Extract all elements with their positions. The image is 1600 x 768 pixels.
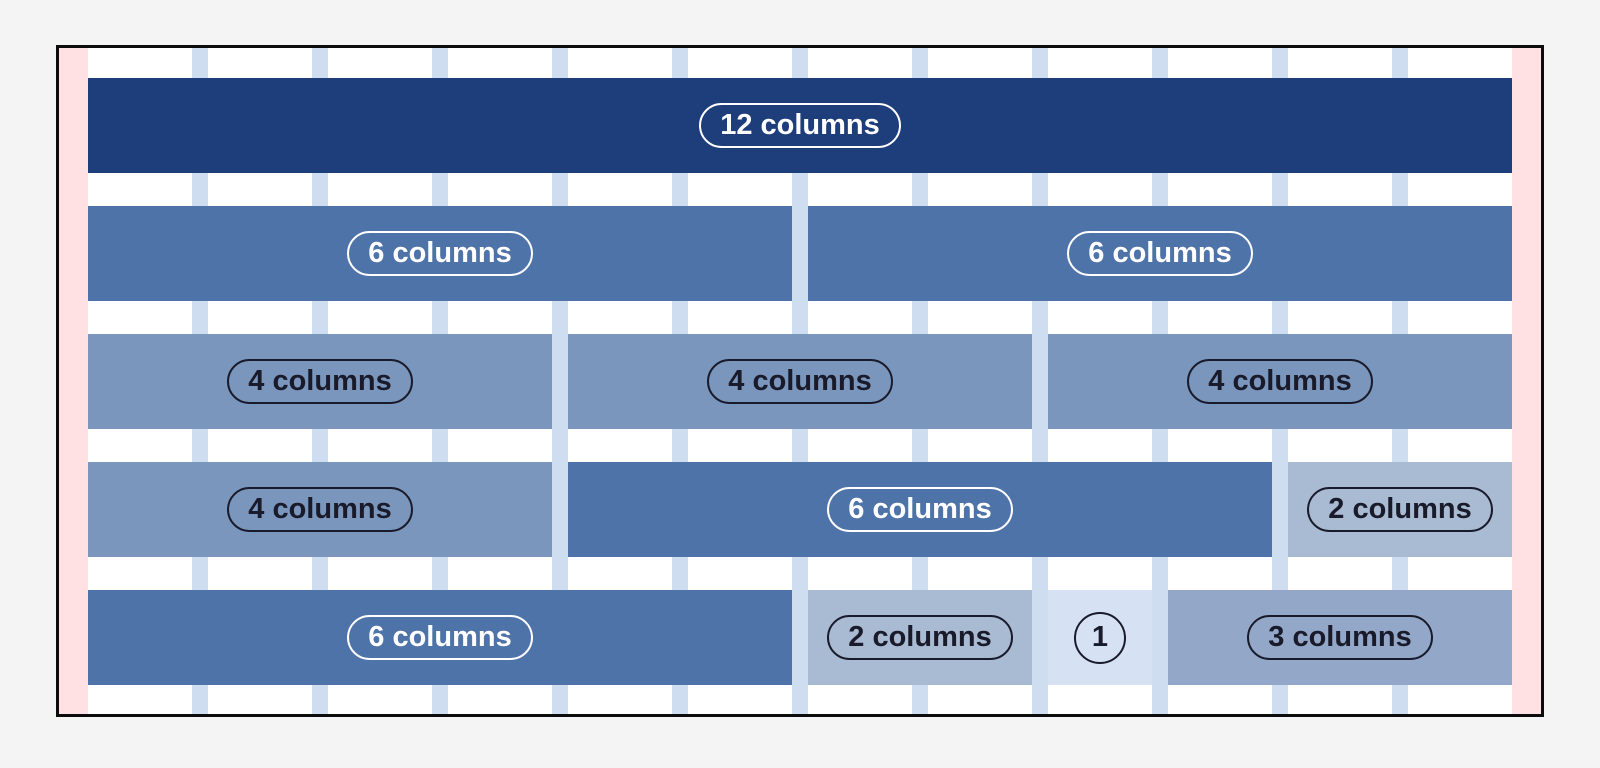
column-count-label: 6 columns (347, 614, 533, 661)
grid-block-span-4: 4 columns (88, 334, 552, 429)
column-count-label: 12 columns (699, 102, 901, 149)
grid-row-2: 6 columns 6 columns (88, 206, 1512, 301)
grid-block-span-6: 6 columns (88, 206, 792, 301)
right-margin-strip (1512, 48, 1541, 714)
column-count-label: 4 columns (707, 358, 893, 405)
grid-row-5: 6 columns 2 columns 1 3 columns (88, 590, 1512, 685)
column-count-label: 6 columns (827, 486, 1013, 533)
column-count-label: 4 columns (227, 358, 413, 405)
column-count-label: 2 columns (1307, 486, 1493, 533)
left-margin-strip (59, 48, 88, 714)
grid-row-4: 4 columns 6 columns 2 columns (88, 462, 1512, 557)
grid-block-span-6: 6 columns (568, 462, 1272, 557)
column-count-label: 2 columns (827, 614, 1013, 661)
grid-block-span-2: 2 columns (808, 590, 1032, 685)
grid-block-span-2: 2 columns (1288, 462, 1512, 557)
grid-block-span-4: 4 columns (1048, 334, 1512, 429)
grid-block-span-6: 6 columns (88, 590, 792, 685)
column-count-label: 6 columns (347, 230, 533, 277)
column-count-label: 4 columns (227, 486, 413, 533)
grid-block-span-12: 12 columns (88, 78, 1512, 173)
grid-row-3: 4 columns 4 columns 4 columns (88, 334, 1512, 429)
column-count-label: 6 columns (1067, 230, 1253, 277)
column-count-label: 1 (1074, 611, 1126, 664)
grid-row-1: 12 columns (88, 78, 1512, 173)
column-count-label: 4 columns (1187, 358, 1373, 405)
column-count-label: 3 columns (1247, 614, 1433, 661)
grid-block-span-4: 4 columns (88, 462, 552, 557)
grid-block-span-4: 4 columns (568, 334, 1032, 429)
grid-block-span-6: 6 columns (808, 206, 1512, 301)
grid-block-span-3: 3 columns (1168, 590, 1512, 685)
grid-block-span-1: 1 (1048, 590, 1152, 685)
